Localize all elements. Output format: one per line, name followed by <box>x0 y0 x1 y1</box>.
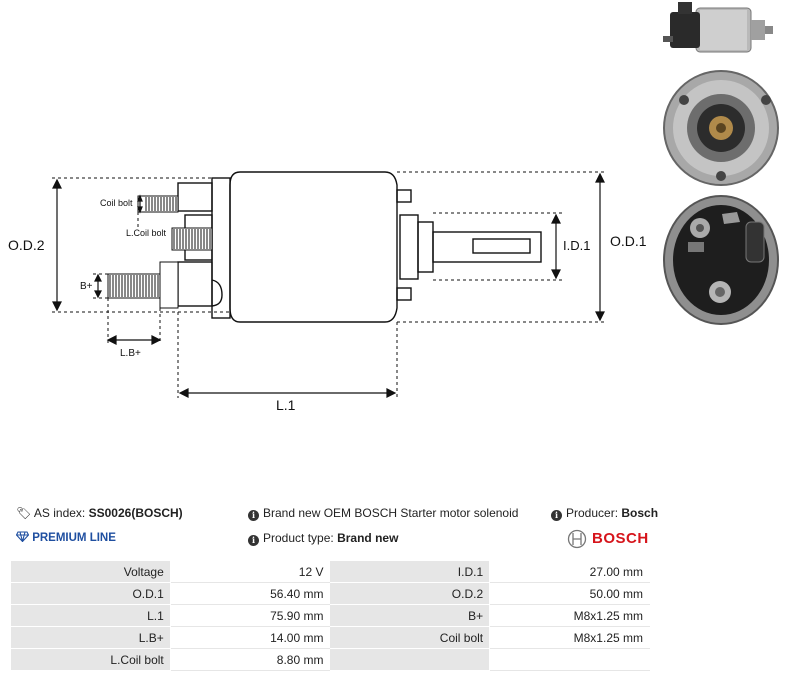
spec-value: 56.40 mm <box>169 582 331 605</box>
spec-key: L.B+ <box>10 626 171 649</box>
spec-key: I.D.1 <box>329 560 491 583</box>
id1-label: I.D.1 <box>563 238 590 253</box>
terminal-curve <box>211 279 223 307</box>
solenoid-body <box>229 171 398 323</box>
product-photo-side <box>660 0 778 62</box>
spec-key: O.D.1 <box>10 582 171 605</box>
flange-bottom <box>396 287 412 301</box>
spec-value <box>489 648 650 671</box>
bosch-logo-text: BOSCH <box>592 530 649 547</box>
solenoid-technical-drawing: O.D.2 O.D.1 I.D.1 L.1 B+ L.B+ Coil bolt … <box>8 171 647 413</box>
spec-key <box>329 648 491 671</box>
tag-icon: 🏷︎ <box>16 506 32 520</box>
premium-label: PREMIUM LINE <box>32 532 116 544</box>
description-text: Brand new OEM BOSCH Starter motor soleno… <box>263 506 519 520</box>
lcoil-bolt-label: L.Coil bolt <box>126 228 167 238</box>
spec-key: O.D.2 <box>329 582 491 605</box>
product-type-line: i Product type: Brand new <box>248 531 398 546</box>
bosch-armature-icon <box>567 529 587 549</box>
producer-value: Bosch <box>621 506 659 520</box>
info-icon: i <box>248 510 259 521</box>
as-index-value: SS0026(BOSCH) <box>88 506 183 520</box>
product-type-label: Product type: <box>263 531 334 545</box>
plunger-ring <box>417 221 434 273</box>
spec-key: Voltage <box>10 560 171 583</box>
producer-line: i Producer: Bosch <box>551 506 658 521</box>
spec-value: 14.00 mm <box>169 626 331 649</box>
spec-value: M8x1.25 mm <box>489 604 650 627</box>
spec-key: B+ <box>329 604 491 627</box>
plunger-slot <box>472 238 531 254</box>
product-photo-rear <box>663 195 779 325</box>
bplus-label: B+ <box>80 281 93 292</box>
as-index-label: AS index: <box>33 506 86 520</box>
spec-value: 27.00 mm <box>489 560 650 583</box>
plunger-collar <box>399 214 419 280</box>
info-icon: i <box>248 535 259 546</box>
product-photo-front <box>663 70 779 186</box>
product-type-value: Brand new <box>337 531 399 545</box>
l1-label: L.1 <box>276 397 296 413</box>
spec-value: 50.00 mm <box>489 582 650 605</box>
spec-value: 75.90 mm <box>169 604 331 627</box>
spec-value: M8x1.25 mm <box>489 626 650 649</box>
flange-top <box>396 189 412 203</box>
coil-terminal-housing <box>177 182 213 212</box>
left-cap <box>211 177 231 319</box>
spec-value: 12 V <box>169 560 331 583</box>
premium-line: PREMIUM LINE <box>15 531 116 545</box>
lbplus-label: L.B+ <box>120 348 141 359</box>
od1-label: O.D.1 <box>610 233 647 249</box>
spec-key: L.Coil bolt <box>10 648 171 671</box>
bplus-terminal-housing <box>177 261 213 307</box>
plunger-shaft <box>432 231 542 263</box>
spec-key: Coil bolt <box>329 626 491 649</box>
as-index-line: 🏷︎ AS index: SS0026(BOSCH) <box>16 506 183 520</box>
coil-bolt-label: Coil bolt <box>100 198 133 208</box>
info-icon: i <box>551 510 562 521</box>
spec-key: L.1 <box>10 604 171 627</box>
spec-value: 8.80 mm <box>169 648 331 671</box>
description-line: i Brand new OEM BOSCH Starter motor solen… <box>248 506 518 521</box>
diamond-icon <box>15 531 30 544</box>
producer-label: Producer: <box>566 506 619 520</box>
bplus-nut <box>159 261 179 309</box>
od2-label: O.D.2 <box>8 237 45 253</box>
